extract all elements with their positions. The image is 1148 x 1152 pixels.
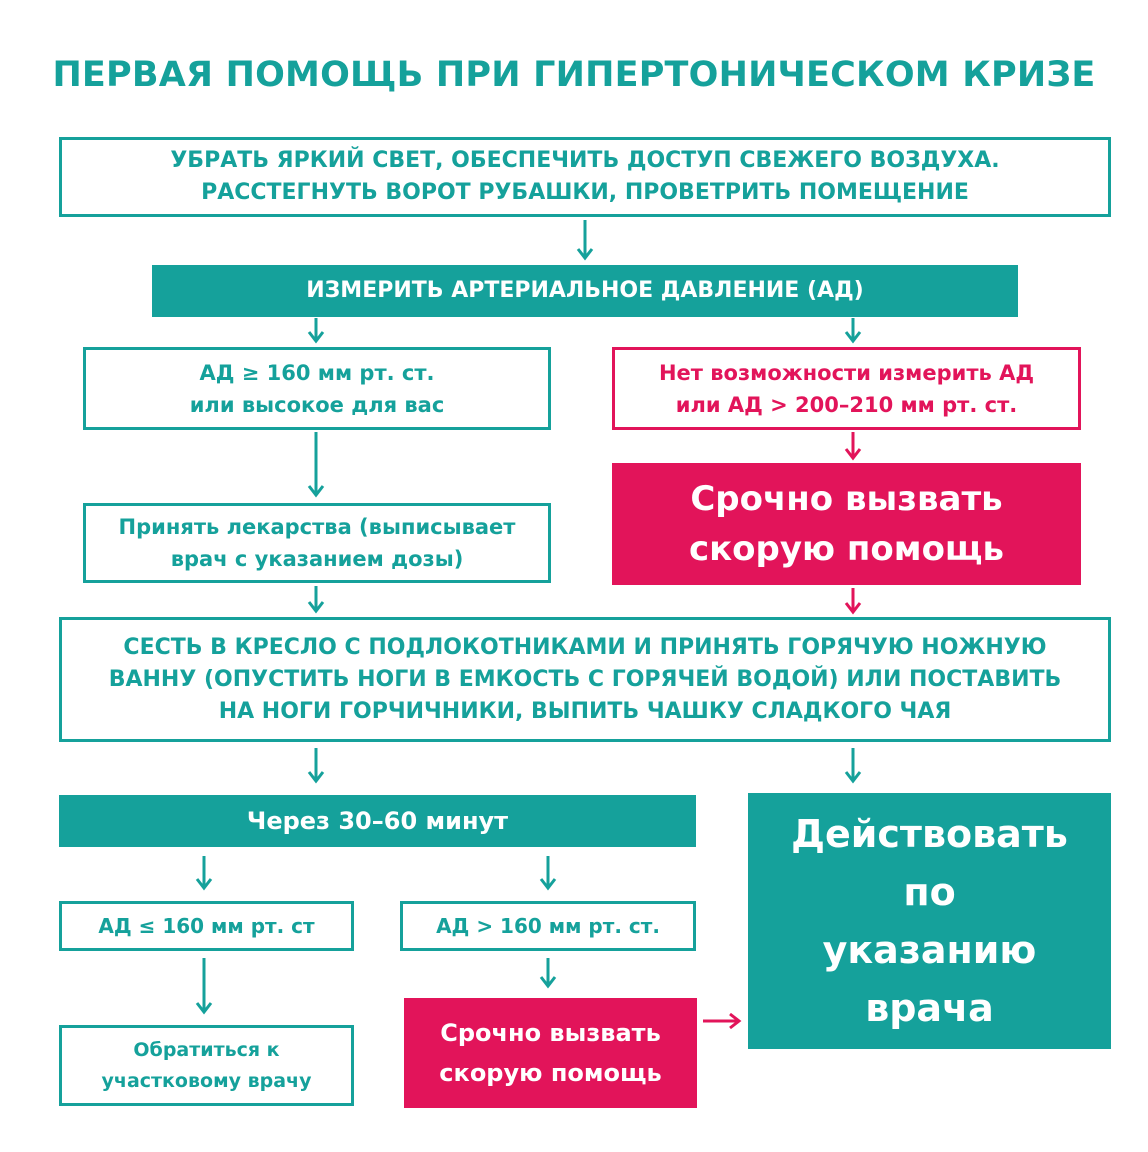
step-foot-bath-box: СЕСТЬ В КРЕСЛО С ПОДЛОКОТНИКАМИ И ПРИНЯТ… (59, 617, 1111, 742)
result-low-pressure-label: АД ≤ 160 мм рт. ст (98, 914, 315, 938)
arrow-down-icon (539, 958, 557, 989)
branch-high-pressure-line-2: или высокое для вас (189, 392, 445, 417)
call-ambulance-2-line-2: скорую помощь (439, 1059, 662, 1087)
wait-box: Через 30–60 минут (59, 795, 696, 847)
see-local-doctor-line-1: Обратиться к (133, 1038, 280, 1061)
arrow-down-icon (844, 588, 862, 615)
doctor-instructions-line-1: Действовать (791, 812, 1068, 856)
result-low-pressure-box: АД ≤ 160 мм рт. ст (59, 901, 354, 951)
call-ambulance-box-2: Срочно вызвать скорую помощь (404, 998, 697, 1108)
result-high-pressure-label: АД > 160 мм рт. ст. (436, 914, 660, 938)
call-ambulance-2-line-1: Срочно вызвать (440, 1019, 661, 1047)
doctor-instructions-box: Действовать по указанию врача (748, 793, 1111, 1049)
take-medicine-line-2: врач с указанием дозы) (170, 547, 464, 571)
arrow-down-icon (307, 586, 325, 614)
arrow-down-icon (844, 318, 862, 344)
call-ambulance-1-line-1: Срочно вызвать (690, 479, 1003, 519)
step-ventilate-box: УБРАТЬ ЯРКИЙ СВЕТ, ОБЕСПЕЧИТЬ ДОСТУП СВЕ… (59, 137, 1111, 217)
doctor-instructions-line-4: врача (865, 986, 994, 1030)
arrow-down-icon (307, 432, 325, 498)
branch-cannot-measure-box: Нет возможности измерить АД или АД > 200… (612, 347, 1081, 430)
branch-high-pressure-line-1: АД ≥ 160 мм рт. ст. (199, 360, 435, 385)
arrow-down-icon (844, 432, 862, 461)
arrow-down-icon (307, 318, 325, 344)
take-medicine-box: Принять лекарства (выписывает врач с ука… (83, 503, 551, 583)
see-local-doctor-line-2: участковому врачу (101, 1069, 312, 1092)
page-title: ПЕРВАЯ ПОМОЩЬ ПРИ ГИПЕРТОНИЧЕСКОМ КРИЗЕ (52, 55, 1096, 95)
arrow-down-icon (539, 856, 557, 891)
call-ambulance-1-line-2: скорую помощь (688, 529, 1005, 569)
step-foot-bath-line-2: ВАННУ (ОПУСТИТЬ НОГИ В ЕМКОСТЬ С ГОРЯЧЕЙ… (108, 666, 1062, 692)
see-local-doctor-box: Обратиться к участковому врачу (59, 1025, 354, 1106)
step-ventilate-line-2: РАССТЕГНУТЬ ВОРОТ РУБАШКИ, ПРОВЕТРИТЬ ПО… (201, 180, 969, 205)
result-high-pressure-box: АД > 160 мм рт. ст. (400, 901, 696, 951)
step-foot-bath-line-3: НА НОГИ ГОРЧИЧНИКИ, ВЫПИТЬ ЧАШКУ СЛАДКОГ… (218, 698, 952, 724)
take-medicine-line-1: Принять лекарства (выписывает (118, 515, 516, 539)
wait-label: Через 30–60 минут (246, 807, 509, 835)
doctor-instructions-line-3: указанию (822, 928, 1037, 972)
arrow-down-icon (195, 856, 213, 891)
step-foot-bath-line-1: СЕСТЬ В КРЕСЛО С ПОДЛОКОТНИКАМИ И ПРИНЯТ… (123, 634, 1047, 660)
step-ventilate-line-1: УБРАТЬ ЯРКИЙ СВЕТ, ОБЕСПЕЧИТЬ ДОСТУП СВЕ… (170, 148, 1000, 173)
branch-cannot-measure-line-1: Нет возможности измерить АД (658, 360, 1035, 385)
arrow-down-icon (195, 958, 213, 1015)
arrow-down-icon (844, 748, 862, 784)
branch-high-pressure-box: АД ≥ 160 мм рт. ст. или высокое для вас (83, 347, 551, 430)
arrow-down-icon (576, 220, 594, 261)
step-measure-pressure-box: ИЗМЕРИТЬ АРТЕРИАЛЬНОЕ ДАВЛЕНИЕ (АД) (152, 265, 1018, 317)
doctor-instructions-line-2: по (903, 870, 956, 914)
arrow-down-icon (307, 748, 325, 784)
call-ambulance-box-1: Срочно вызвать скорую помощь (612, 463, 1081, 585)
step-measure-pressure-label: ИЗМЕРИТЬ АРТЕРИАЛЬНОЕ ДАВЛЕНИЕ (АД) (306, 278, 864, 303)
arrow-right-icon (703, 1012, 742, 1030)
branch-cannot-measure-line-2: или АД > 200–210 мм рт. ст. (675, 392, 1018, 417)
